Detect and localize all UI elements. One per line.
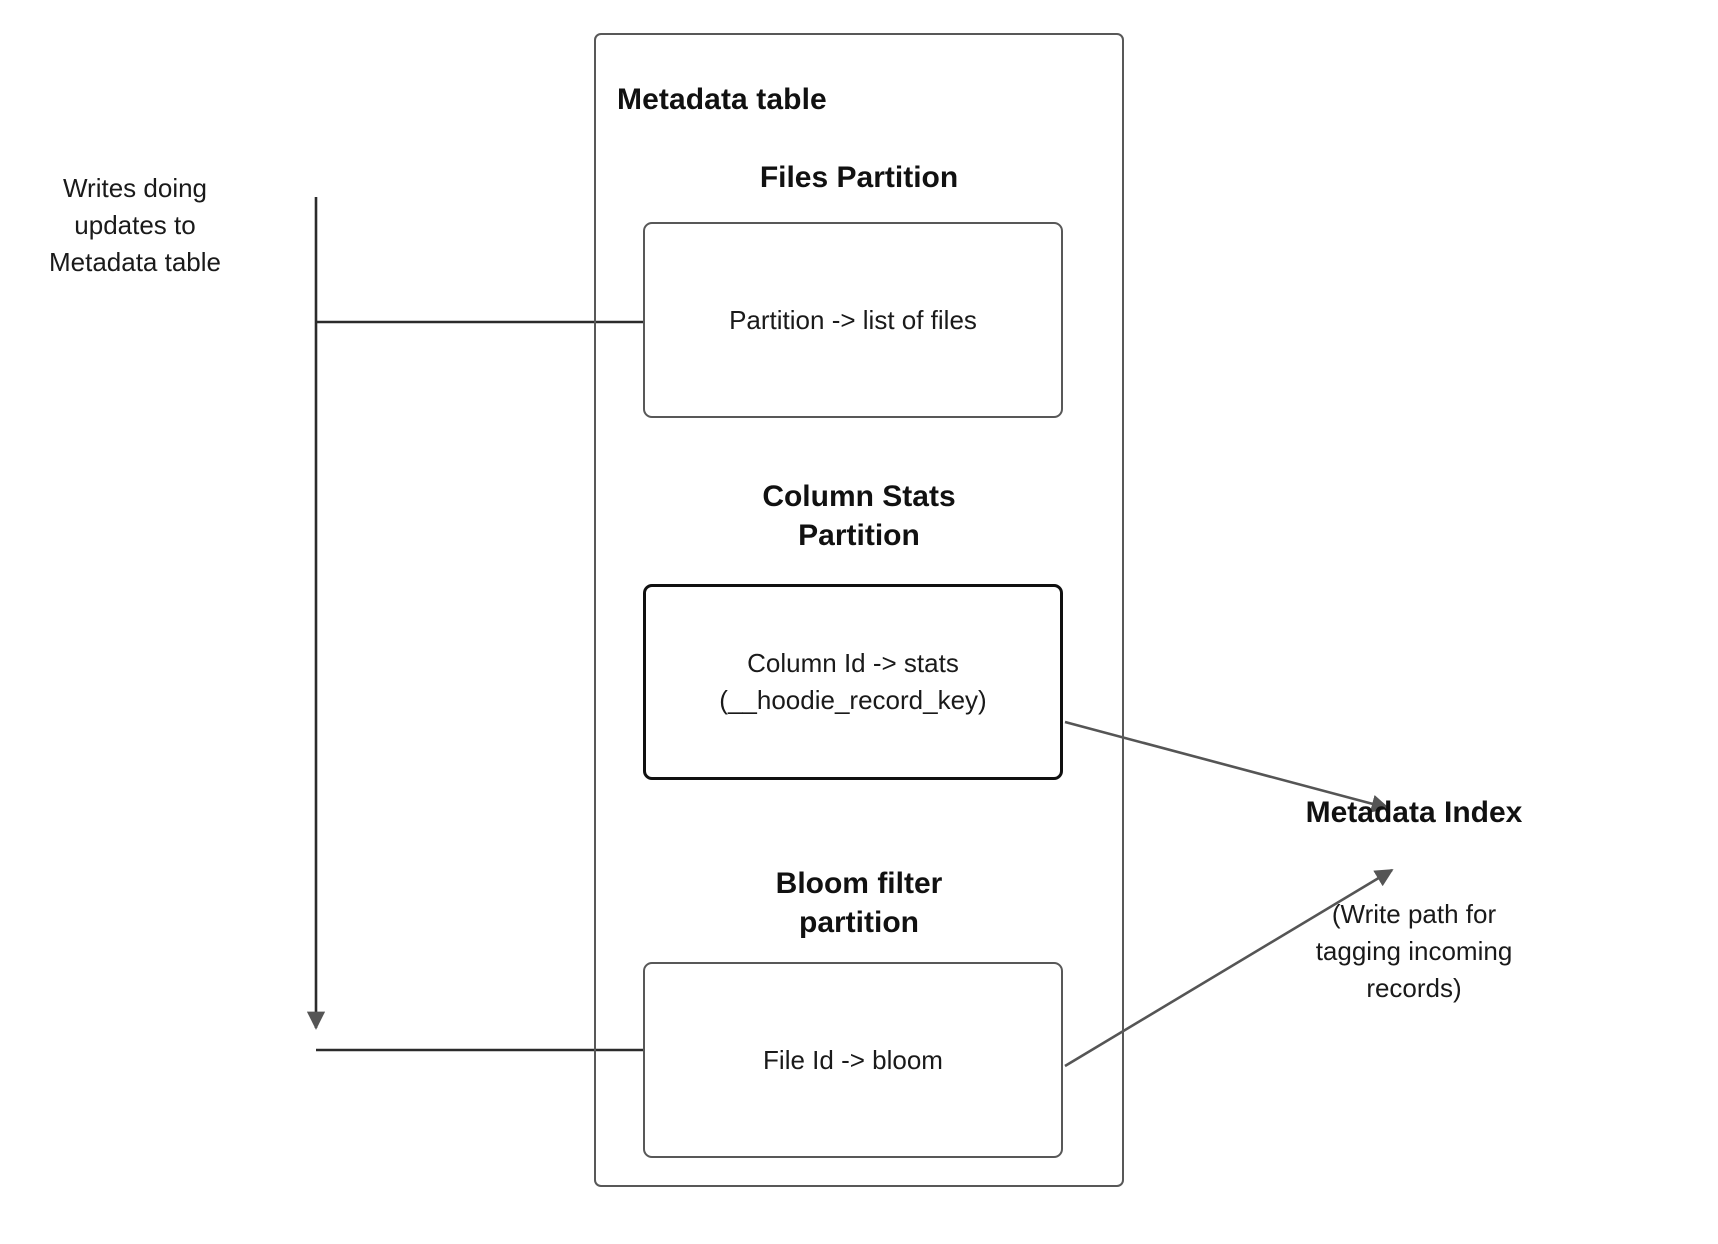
metadata-index-title: Metadata Index — [1305, 796, 1523, 829]
files-partition-box-line-1: Partition -> list of files — [729, 304, 977, 335]
writes-label-line-3: Metadata table — [48, 246, 221, 277]
files-partition-heading-line-1: Files Partition — [759, 161, 959, 194]
column-stats-box[interactable]: Column Id -> stats (__hoodie_record_key) — [643, 584, 1063, 780]
writes-label: Writes doing updates to Metadata table — [10, 170, 260, 281]
writes-label-line-2: updates to — [74, 209, 196, 240]
bloom-filter-partition-heading: Bloom filter partition — [594, 864, 1124, 942]
column-stats-box-line-2: (__hoodie_record_key) — [719, 685, 987, 715]
files-partition-box[interactable]: Partition -> list of files — [643, 222, 1063, 418]
column-stats-heading-line-1: Column Stats — [762, 480, 956, 513]
bloom-filter-box-text: File Id -> bloom — [753, 1042, 953, 1079]
metadata-index-caption-line-1: (Write path for — [1331, 899, 1497, 929]
bloom-filter-heading-line-1: Bloom filter — [775, 867, 943, 900]
column-stats-box-line-1: Column Id -> stats — [747, 648, 959, 679]
files-partition-heading: Files Partition — [594, 158, 1124, 197]
writes-label-line-1: Writes doing — [62, 173, 208, 203]
metadata-table-title: Metadata table — [617, 83, 827, 116]
column-stats-heading-line-2: Partition — [798, 519, 920, 552]
metadata-index-caption: (Write path for tagging incoming records… — [1269, 896, 1559, 1007]
metadata-table-container — [594, 33, 1124, 1187]
files-partition-box-text: Partition -> list of files — [719, 302, 987, 339]
metadata-index-caption-line-2: tagging incoming — [1315, 935, 1513, 966]
bloom-filter-box-line-1: File Id -> bloom — [763, 1044, 943, 1075]
bloom-filter-heading-line-2: partition — [799, 906, 919, 939]
column-stats-partition-heading: Column Stats Partition — [594, 477, 1124, 555]
bloom-filter-box[interactable]: File Id -> bloom — [643, 962, 1063, 1158]
metadata-index-caption-line-3: records) — [1366, 972, 1462, 1003]
column-stats-box-text: Column Id -> stats (__hoodie_record_key) — [709, 645, 996, 719]
